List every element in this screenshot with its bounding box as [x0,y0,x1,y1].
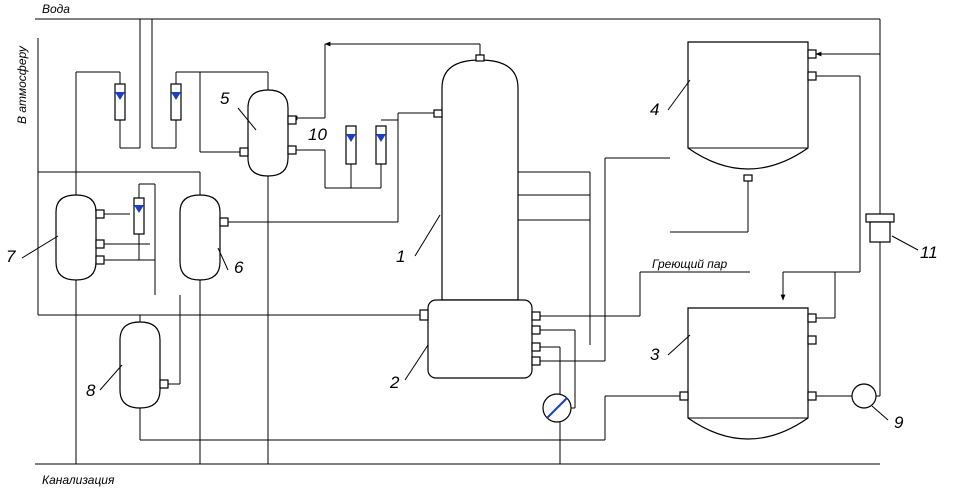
atmosphere-vent-line [37,38,425,316]
label-6: 6 [217,247,244,277]
svg-text:1: 1 [396,247,405,266]
pump-9 [851,240,881,409]
label-4: 4 [650,79,691,119]
svg-text:11: 11 [920,243,938,262]
tank-3 [540,271,860,441]
rotameter-bank-10 [324,119,398,189]
device-11 [865,213,895,243]
vessel-8 [119,295,540,441]
vessel-6 [179,120,399,464]
svg-text:10: 10 [308,125,327,144]
svg-text:6: 6 [234,258,244,277]
svg-text:9: 9 [894,413,904,432]
label-8: 8 [86,364,123,400]
tank-4 [670,41,880,272]
reboiler-2 [419,157,750,464]
svg-text:7: 7 [6,247,16,266]
label-11: 11 [891,235,938,262]
heating-steam-caption: Греющий пар [652,257,728,271]
label-3: 3 [650,334,691,364]
label-5: 5 [220,89,257,131]
label-1: 1 [396,214,441,266]
label-2: 2 [389,344,429,392]
circulation-pump [542,330,576,423]
label-7: 7 [6,235,59,266]
water-supply-line [35,18,881,215]
svg-text:5: 5 [220,89,230,108]
svg-text:2: 2 [389,373,400,392]
heat-exchanger-5 [200,71,325,464]
svg-text:8: 8 [86,381,96,400]
svg-text:4: 4 [650,100,659,119]
vessel-7 [55,194,155,464]
label-10: 10 [308,125,327,144]
atmosphere-caption: В атмосферу [15,45,29,124]
rotameter-middle [133,183,156,295]
water-caption: Вода [42,2,70,16]
sewer-caption: Канализация [42,473,115,487]
svg-text:3: 3 [650,345,660,364]
label-9: 9 [871,405,904,432]
rotameters-upper-left [75,19,201,195]
